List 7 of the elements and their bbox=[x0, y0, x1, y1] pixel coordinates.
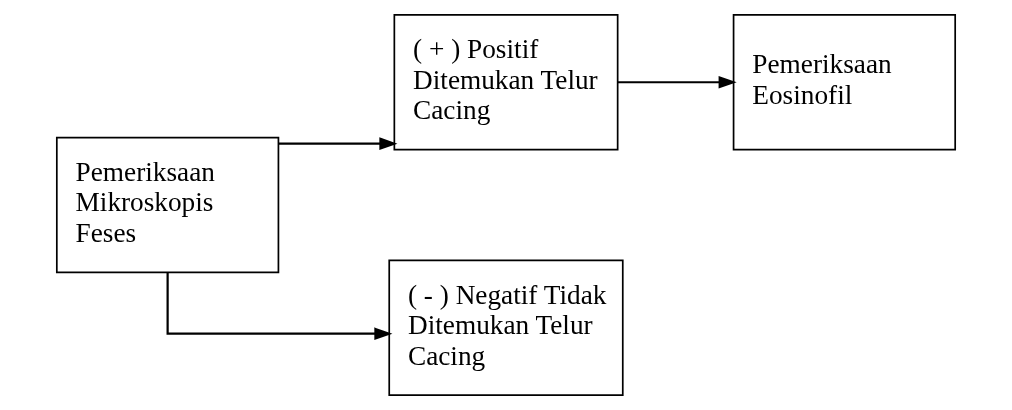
arrow bbox=[166, 272, 393, 341]
arrow bbox=[278, 137, 398, 150]
node-box: ( - ) Negatif Tidak Ditemukan Telur Cacing bbox=[388, 259, 624, 396]
arrow bbox=[617, 75, 737, 89]
node-box: ( + ) Positif Ditemukan Telur Cacing bbox=[393, 14, 619, 151]
node-box: Pemeriksaan Eosinofil bbox=[732, 14, 957, 151]
node-box: Pemeriksaan Mikroskopis Feses bbox=[55, 136, 280, 274]
